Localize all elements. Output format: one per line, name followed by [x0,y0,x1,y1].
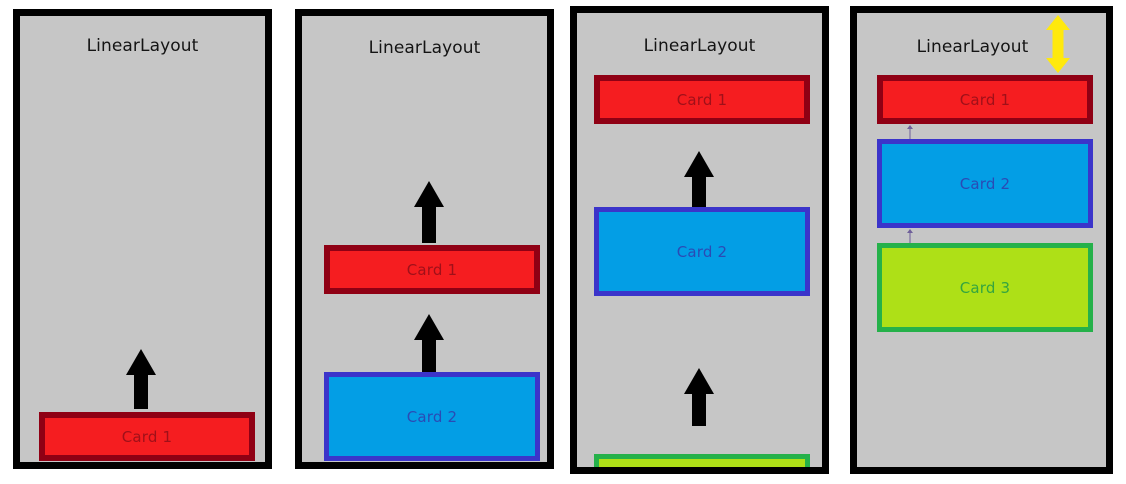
panel-3-inner: LinearLayout Card 1 Card 2 Card 3 [577,13,822,467]
arrow-shaft [134,373,148,409]
card-2[interactable]: Card 2 [324,372,540,461]
card-2[interactable]: Card 2 [877,139,1093,228]
card-1-label: Card 1 [406,260,458,279]
arrow-bar [1052,28,1064,60]
panel-4-title: LinearLayout [916,37,1029,57]
arrow-shaft [692,392,706,426]
panel-1-inner: LinearLayout Card 1 [20,16,265,462]
arrow-head-icon [414,181,444,207]
card-1-label: Card 1 [676,90,728,109]
card-2-label: Card 2 [959,174,1011,193]
card-2-label: Card 2 [676,242,728,261]
arrow-head-up-icon [1046,15,1070,30]
card-1-label: Card 1 [121,427,173,446]
card-1[interactable]: Card 1 [594,75,810,124]
arrow-shaft [692,175,706,209]
arrow-head-icon [684,368,714,394]
arrow-up-card3 [684,368,714,426]
arrow-bar [909,231,910,245]
card-1[interactable]: Card 1 [39,412,255,461]
arrow-head-icon [126,349,156,375]
panel-1-title: LinearLayout [86,36,199,56]
panel-2-title: LinearLayout [368,38,481,58]
arrow-shaft [422,205,436,243]
panel-3-title: LinearLayout [643,36,756,56]
arrow-up-card1 [414,181,444,243]
arrow-head-icon [684,151,714,177]
card-3[interactable]: Card 3 [594,454,810,467]
arrow-shaft [422,338,436,376]
panel-3: LinearLayout Card 1 Card 2 Card 3 [570,6,829,474]
arrow-up-card2 [684,151,714,209]
arrow-up-card1 [126,349,156,409]
arrow-double-vertical-yellow [1046,15,1070,73]
arrow-bar [909,127,910,141]
card-2[interactable]: Card 2 [594,207,810,296]
card-3-label: Card 3 [959,278,1011,297]
panel-1: LinearLayout Card 1 [13,9,272,469]
panel-4-inner: LinearLayout Card 1 Card 2 Card 3 [857,13,1106,467]
card-1[interactable]: Card 1 [877,75,1093,124]
card-1[interactable]: Card 1 [324,245,540,294]
arrow-head-down-icon [1046,58,1070,73]
card-1-label: Card 1 [959,90,1011,109]
panel-2: LinearLayout Card 1 Card 2 [295,9,554,469]
card-2-label: Card 2 [406,407,458,426]
arrow-head-icon [414,314,444,340]
card-3[interactable]: Card 3 [877,243,1093,332]
panel-2-inner: LinearLayout Card 1 Card 2 [302,16,547,462]
panel-4: LinearLayout Card 1 Card 2 Card 3 [850,6,1113,474]
arrow-up-card2 [414,314,444,376]
